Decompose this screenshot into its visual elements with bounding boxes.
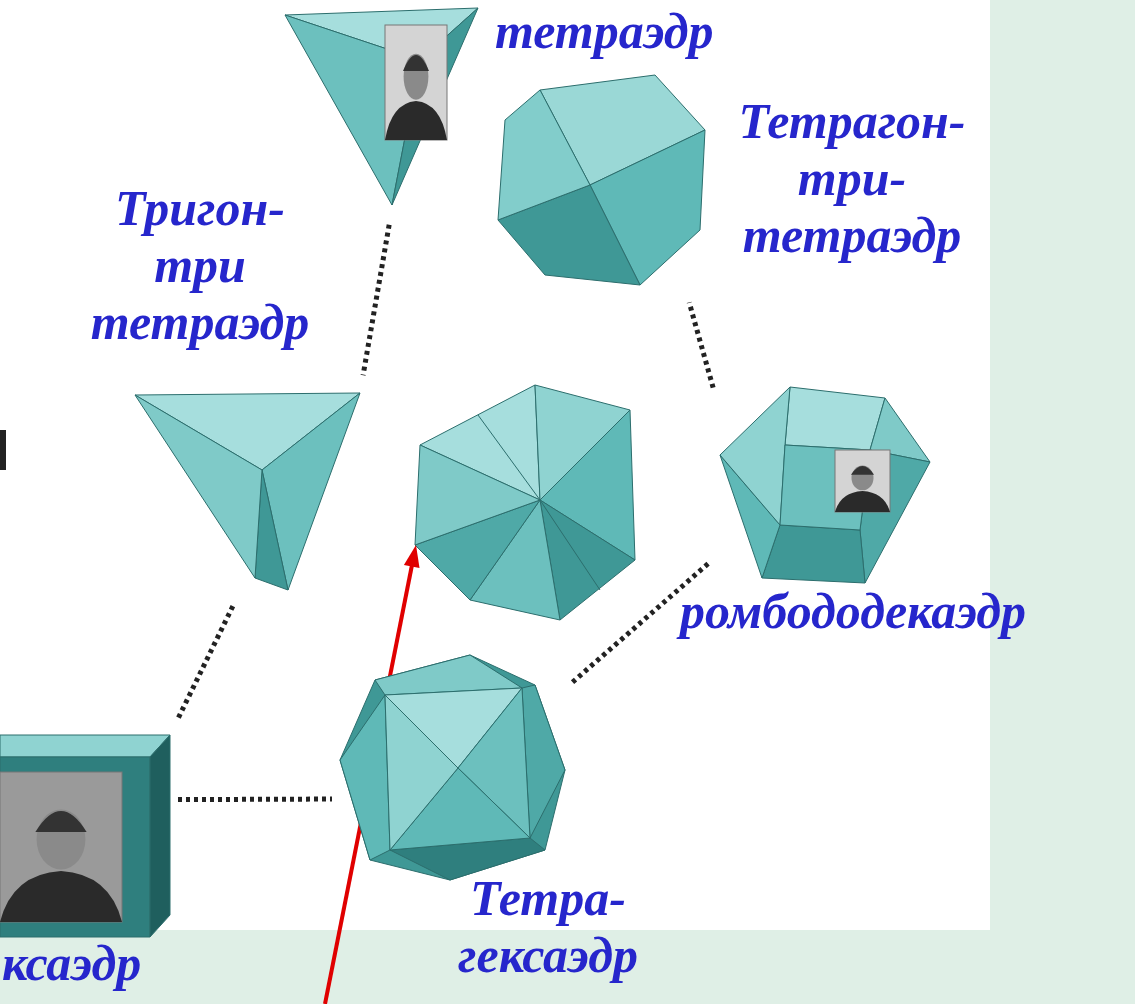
crystal-form: Тригон- три тетраэдр [135, 393, 360, 590]
form-label: тетраэдр [495, 3, 714, 60]
crystal-form: Тетра- гексаэдр [340, 655, 565, 880]
dotted-connector [363, 225, 389, 376]
polyhedron-face [340, 655, 565, 880]
tetrahedron-figure [285, 3, 480, 207]
polyhedron-face [498, 90, 590, 220]
rhombododecahedron-figure [718, 385, 932, 585]
form-label: ксаэдр [2, 935, 141, 992]
hexatetrahedron-figure [415, 385, 635, 620]
polyhedron-face [0, 757, 150, 937]
portrait-photo [835, 450, 890, 512]
polyhedron-face [150, 735, 170, 937]
dotted-connector [178, 797, 332, 803]
portrait-photo [0, 772, 122, 922]
polyhedron-face [0, 735, 170, 757]
polyhedron-face [385, 695, 458, 850]
edge-mark [0, 430, 6, 470]
crystal-form: ромбододекаэдр [718, 385, 932, 585]
form-label: Тригон- три тетраэдр [91, 180, 310, 351]
portrait-photo [385, 25, 447, 140]
crystal-form: Тетрагон- три- тетраэдр [498, 75, 705, 285]
polyhedron-face [785, 387, 885, 450]
trigon-tritetrahedron-figure [135, 393, 360, 590]
tetragon-tritetrahedron-figure [498, 75, 705, 285]
polyhedron-face [135, 395, 262, 578]
crystal-form: тетраэдр [285, 3, 480, 207]
hexahedron-figure [0, 735, 170, 937]
polyhedron-face [340, 695, 390, 860]
crystal-form: ксаэдр [0, 735, 170, 937]
form-label: Тетрагон- три- тетраэдр [738, 93, 965, 264]
form-label: Тетра- гексаэдр [458, 870, 638, 984]
polyhedron-face [720, 387, 790, 525]
dotted-connector [689, 302, 713, 387]
form-label: ромбододекаэдр [680, 583, 1026, 640]
tetrahexahedron-figure [340, 655, 565, 880]
dotted-connector [178, 606, 233, 719]
